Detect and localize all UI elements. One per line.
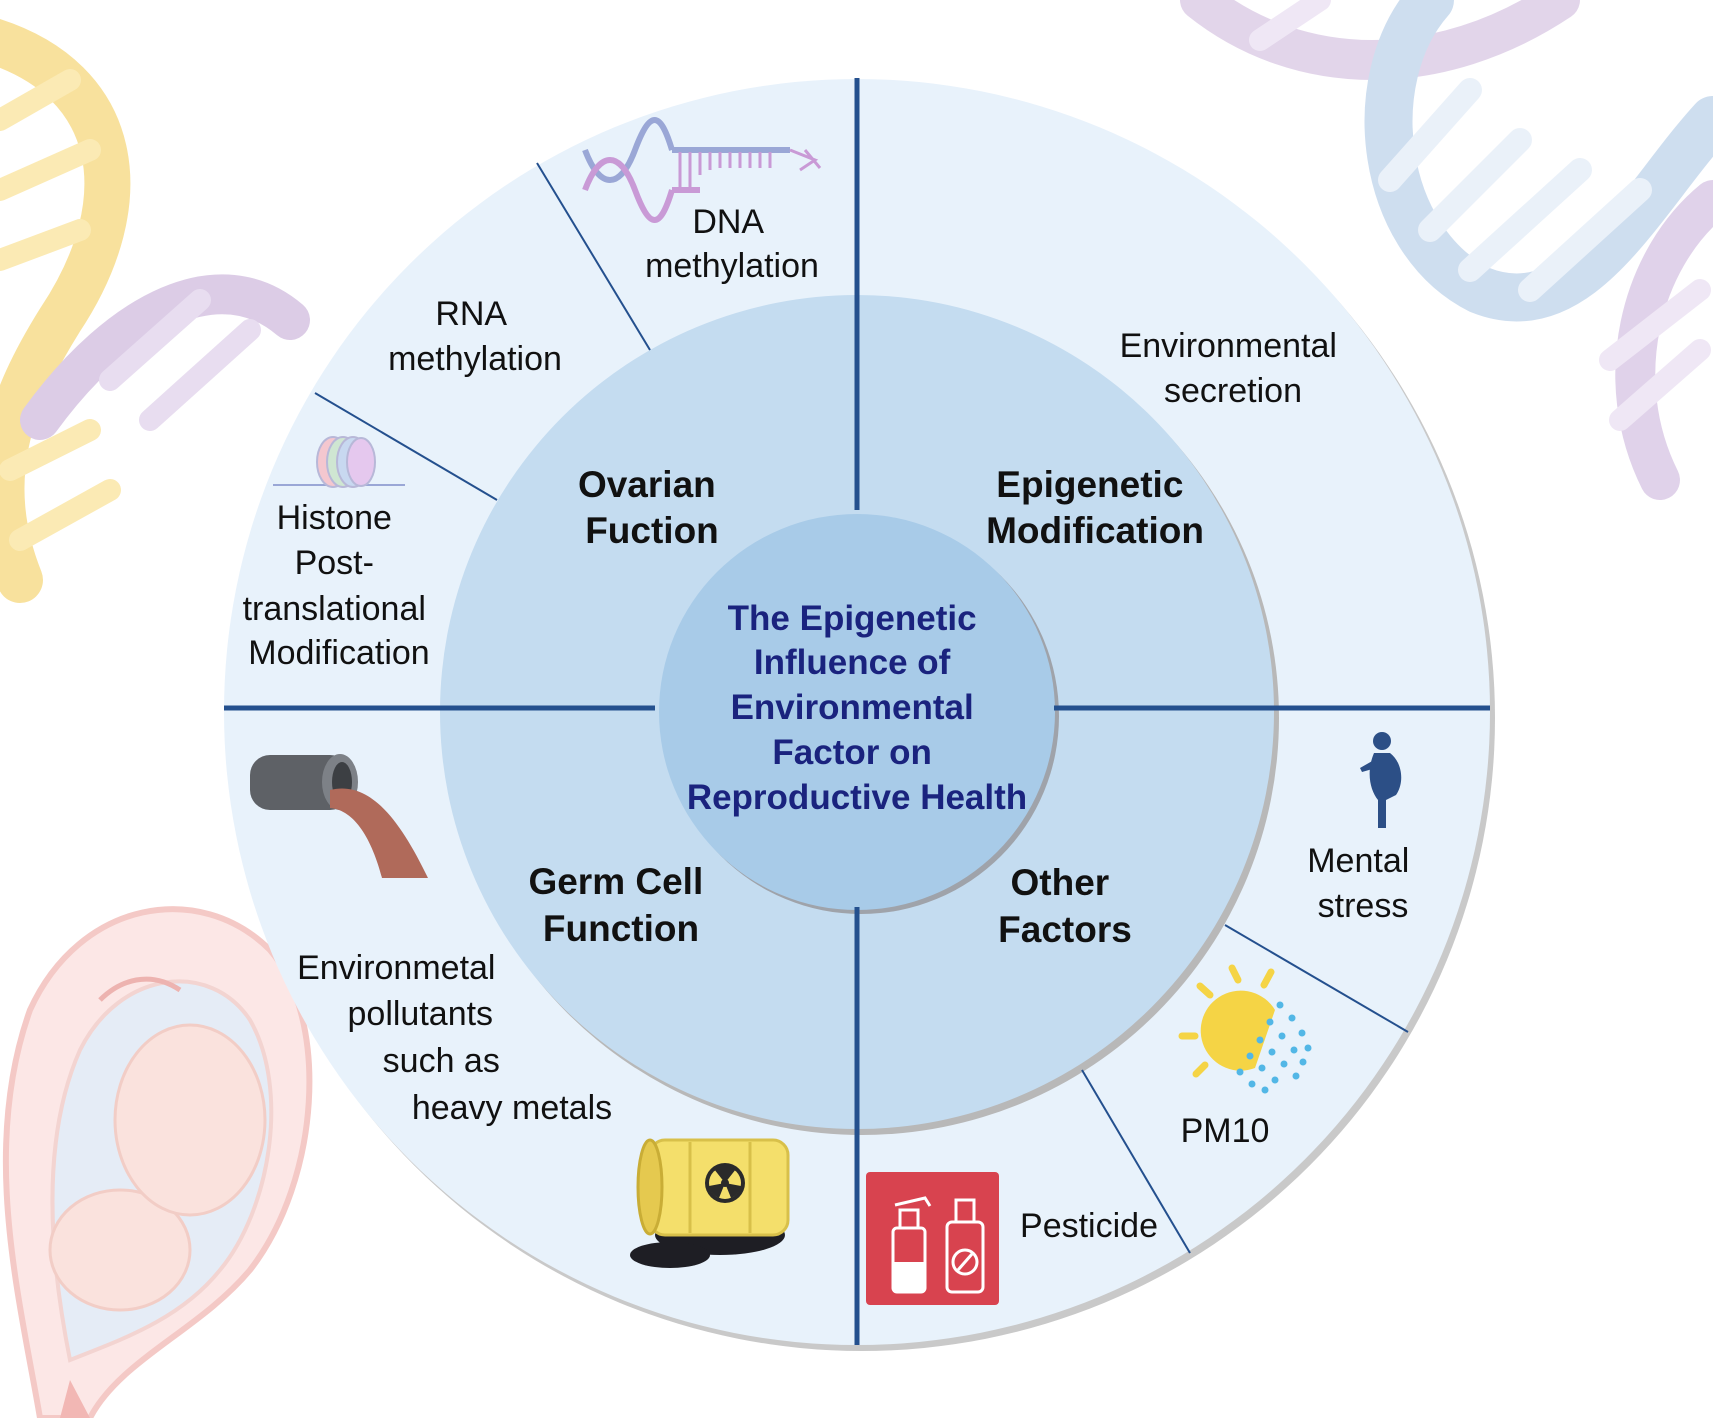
label-line: RNA bbox=[435, 295, 507, 333]
label-line: Mental bbox=[1307, 842, 1409, 880]
label-pm10: PM10 bbox=[1181, 1112, 1270, 1150]
label-line: Post- bbox=[295, 544, 374, 582]
label-line: heavy metals bbox=[412, 1089, 612, 1127]
quadrant-line: Germ Cell bbox=[528, 861, 703, 902]
center-title-line: Influence of bbox=[754, 643, 951, 682]
label-line: stress bbox=[1318, 887, 1409, 925]
label-environmental-secretion: Environmental secretion bbox=[1120, 327, 1347, 410]
quadrant-line: Modification bbox=[986, 510, 1204, 551]
spray-bottles-icon bbox=[866, 1172, 999, 1305]
label-mental-stress: Mental stress bbox=[1307, 842, 1419, 925]
sub-dividers bbox=[314, 162, 1409, 1254]
label-line: Modification bbox=[248, 634, 429, 672]
divider-lines bbox=[224, 78, 1490, 1345]
label-line: DNA bbox=[692, 203, 764, 241]
quadrant-line: Fuction bbox=[585, 510, 719, 551]
quadrant-line: Function bbox=[543, 908, 699, 949]
sun-particles-icon bbox=[1178, 964, 1312, 1094]
center-title-line: Factor on bbox=[772, 733, 931, 772]
quadrant-line: Other bbox=[1011, 862, 1110, 903]
label-line: Histone bbox=[277, 499, 392, 537]
label-rna-methylation: RNA methylation bbox=[388, 295, 562, 378]
histone-icon bbox=[273, 436, 405, 488]
label-line: pollutants bbox=[348, 995, 494, 1033]
quadrant-line: Epigenetic bbox=[996, 464, 1183, 505]
label-line: methylation bbox=[645, 247, 819, 285]
center-title-line: Reproductive Health bbox=[687, 778, 1027, 817]
dna-helix-right-icon bbox=[1180, 0, 1713, 500]
label-line: secretion bbox=[1164, 372, 1302, 410]
label-histone-modification: Histone Post- translational Modification bbox=[243, 499, 436, 672]
quadrant-epigenetic-modification: Epigenetic Modification bbox=[986, 464, 1204, 551]
fetus-in-uterus-icon bbox=[2, 906, 313, 1418]
label-environmental-pollutants: Environmetal pollutants such as heavy me… bbox=[297, 949, 612, 1127]
label-line: such as bbox=[383, 1042, 500, 1080]
center-title-line: Environmental bbox=[731, 688, 974, 727]
quadrant-line: Factors bbox=[998, 909, 1132, 950]
quadrant-other-factors: Other Factors bbox=[998, 862, 1132, 950]
center-title-line: The Epigenetic bbox=[728, 599, 977, 638]
quadrant-ovarian-function: Ovarian Fuction bbox=[578, 464, 726, 551]
label-line: Environmental bbox=[1120, 327, 1337, 365]
dna-strand-icon bbox=[582, 117, 822, 223]
diagram-rings bbox=[224, 79, 1495, 1351]
label-dna-methylation: DNA methylation bbox=[645, 203, 819, 285]
label-line: translational bbox=[243, 590, 426, 628]
pipe-pollution-icon bbox=[250, 754, 428, 878]
pregnant-woman-icon bbox=[1360, 732, 1402, 828]
dna-helix-left-icon bbox=[0, 19, 310, 603]
radioactive-barrel-icon bbox=[630, 1138, 790, 1268]
label-pesticide: Pesticide bbox=[1020, 1207, 1158, 1245]
quadrant-line: Ovarian bbox=[578, 464, 716, 505]
quadrant-germ-cell-function: Germ Cell Function bbox=[528, 861, 713, 949]
center-title: The Epigenetic Influence of Environmenta… bbox=[687, 599, 1027, 817]
label-line: Environmetal bbox=[297, 949, 495, 987]
label-line: methylation bbox=[388, 340, 562, 378]
